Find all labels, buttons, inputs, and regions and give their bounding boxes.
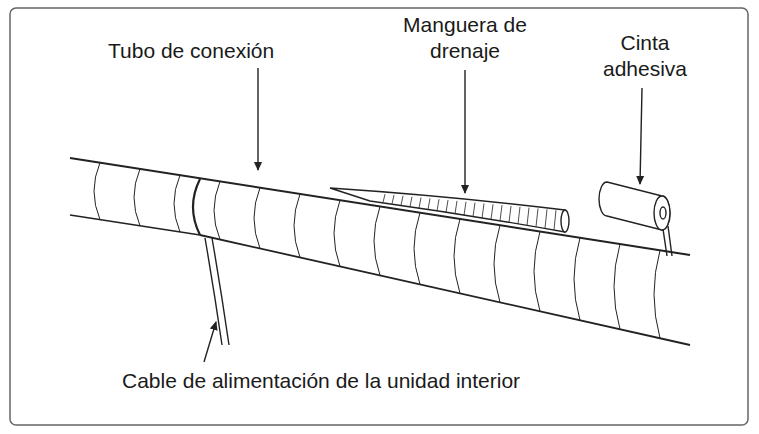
pipe-label: Tubo de conexión — [108, 38, 274, 64]
tape-label: Cinta adhesiva — [590, 30, 700, 82]
tape-roll — [599, 182, 672, 256]
hose-label: Manguera de drenaje — [385, 12, 545, 64]
drain-hose — [330, 188, 569, 232]
pipe — [70, 158, 690, 345]
leader-arrows — [204, 68, 642, 362]
frame — [10, 8, 748, 425]
cable-label: Cable de alimentación de la unidad inter… — [122, 368, 520, 394]
power-cable — [205, 238, 229, 345]
